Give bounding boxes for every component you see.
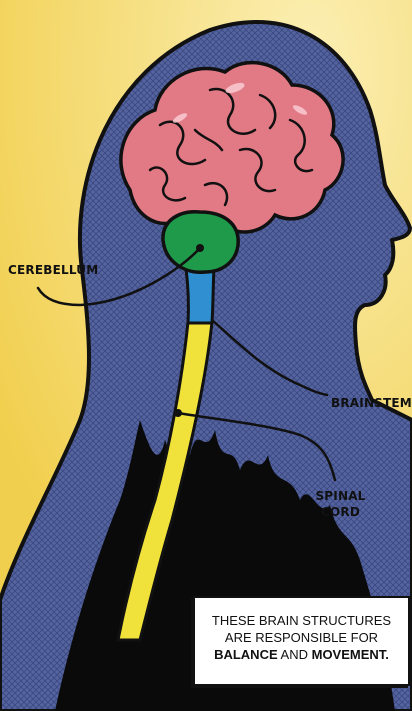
cerebellum-label: CEREBELLUM [8,262,98,278]
brainstem [186,266,214,323]
cerebellum [163,212,238,272]
spinal-cord-label-line2: CORD [313,504,368,520]
caption-period: . [385,647,389,662]
brainstem-label: BRAINSTEM [331,395,412,411]
spinal-cord-label-line1: SPINAL [313,488,368,504]
caption-part1: THESE BRAIN STRUCTURES ARE RESPONSIBLE F… [212,613,391,645]
caption-balance: BALANCE [214,647,278,662]
spinal-cord-label: SPINAL CORD [313,488,368,520]
caption-box: THESE BRAIN STRUCTURES ARE RESPONSIBLE F… [193,596,410,686]
caption-movement: MOVEMENT [312,647,386,662]
caption-part2: AND [278,647,312,662]
caption-text: THESE BRAIN STRUCTURES ARE RESPONSIBLE F… [203,612,400,663]
